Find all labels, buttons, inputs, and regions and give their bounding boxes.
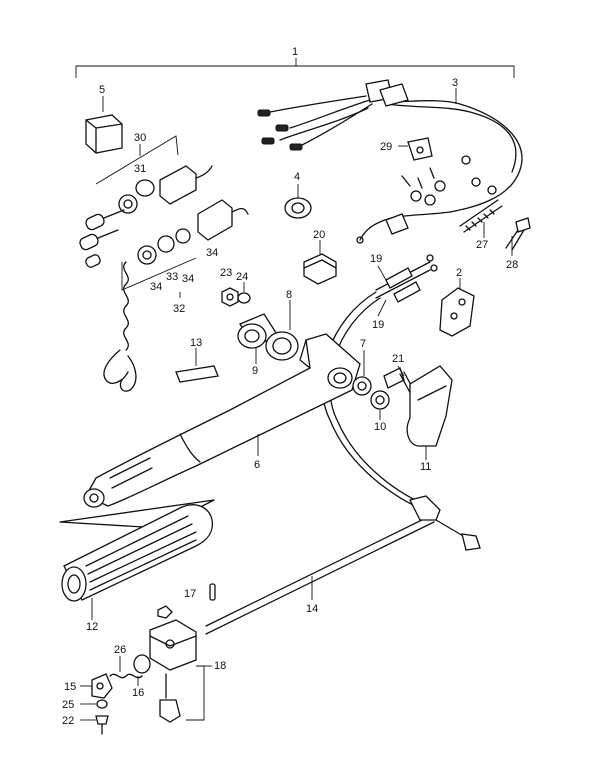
callout-27: 27 [476, 239, 488, 251]
callout-20: 20 [313, 229, 325, 241]
part-ignition-switch [118, 165, 213, 214]
callout-21: 21 [392, 353, 404, 365]
callout-18: 18 [214, 660, 226, 672]
callout-5: 5 [99, 84, 105, 96]
part-bracket-2 [439, 278, 475, 337]
part-screw-22 [80, 715, 109, 735]
callout-7: 7 [360, 338, 366, 350]
callout-32: 32 [173, 303, 185, 315]
callout-labels: 1 2 3 4 5 6 7 8 9 10 11 12 13 14 15 16 1… [62, 46, 518, 727]
part-bolt-28 [505, 217, 531, 256]
part-knob [133, 654, 151, 686]
callout-1: 1 [292, 46, 298, 58]
callout-8: 8 [286, 289, 292, 301]
callout-34-left: 34 [150, 281, 162, 293]
part-washer-24 [237, 282, 251, 304]
callout-19-lower: 19 [372, 319, 384, 331]
part-washer-7 [352, 350, 372, 396]
part-pin [209, 583, 216, 601]
part-grommet [284, 184, 312, 219]
callout-15: 15 [64, 681, 76, 693]
callout-34-mid: 34 [182, 273, 194, 285]
callout-10: 10 [374, 421, 386, 433]
callout-25: 25 [62, 699, 74, 711]
part-30-bracket [95, 135, 179, 185]
part-washer-10 [370, 390, 390, 420]
part-throttle-grip [59, 499, 215, 620]
callout-2: 2 [456, 267, 462, 279]
part-tiller-handle [83, 333, 361, 508]
callout-4: 4 [294, 171, 300, 183]
part-collar [265, 300, 299, 361]
callout-17: 17 [184, 588, 196, 600]
callout-30: 30 [134, 132, 146, 144]
callout-22: 22 [62, 715, 74, 727]
part-sleeve [459, 199, 503, 238]
part-wiring-harness [257, 79, 523, 244]
part-rubber-block [303, 240, 337, 285]
part-switch-cover [85, 96, 123, 154]
callout-3: 3 [452, 77, 458, 89]
callout-13: 13 [190, 337, 202, 349]
callout-11: 11 [420, 461, 431, 473]
callout-34-right: 34 [206, 247, 218, 259]
part-cover [406, 365, 453, 460]
callout-16: 16 [132, 687, 144, 699]
part-label-plate [175, 348, 219, 383]
callout-9: 9 [252, 365, 258, 377]
part-clip [398, 137, 433, 161]
callout-12: 12 [86, 621, 98, 633]
part-spring [109, 656, 143, 679]
callout-23: 23 [220, 267, 232, 279]
callout-19-upper: 19 [370, 253, 382, 265]
part-stop-switch [121, 199, 249, 298]
part-lanyard [103, 261, 137, 392]
callout-28: 28 [506, 259, 518, 271]
part-friction-knob [80, 673, 113, 699]
callout-31: 31 [134, 163, 146, 175]
part-keys [79, 209, 125, 268]
callout-14: 14 [306, 603, 318, 615]
part-nut-23 [221, 287, 239, 307]
callout-24: 24 [236, 271, 248, 283]
assembly-bracket [75, 58, 515, 78]
callout-29: 29 [380, 141, 392, 153]
callout-26: 26 [114, 644, 126, 656]
part-throttle-rod [205, 495, 481, 635]
callout-6: 6 [254, 459, 260, 471]
callout-33: 33 [166, 271, 178, 283]
part-washer-25 [80, 699, 108, 709]
part-throttle-cables [321, 254, 438, 509]
part-adjuster-block [149, 605, 212, 723]
